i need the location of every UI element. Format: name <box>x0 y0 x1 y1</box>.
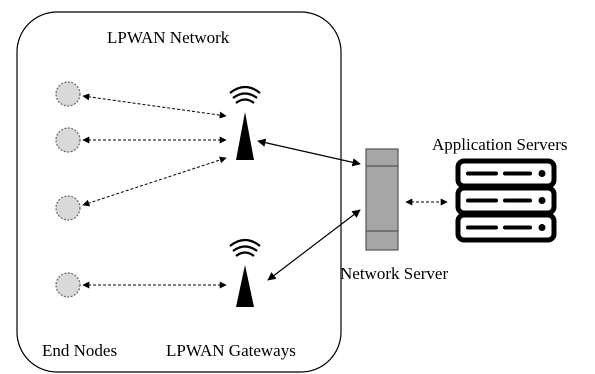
end-node-4 <box>55 272 81 298</box>
node-gateway-links <box>82 93 227 289</box>
link-node1-gateway1 <box>82 93 227 119</box>
end-nodes-label: End Nodes <box>42 341 118 360</box>
gateway-1-antenna-icon <box>229 85 261 160</box>
end-node-3 <box>55 195 81 221</box>
gateway-2-antenna-icon <box>229 238 261 307</box>
application-servers-icon <box>455 158 557 243</box>
link-node3-gateway1 <box>82 156 227 207</box>
application-servers-label: Application Servers <box>432 135 568 154</box>
network-server-rack <box>365 148 399 251</box>
end-node-2 <box>55 127 81 153</box>
link-gateway2-network-server <box>267 209 361 281</box>
end-nodes <box>55 81 81 298</box>
lpwan-network-boundary <box>16 11 342 373</box>
gateways-label: LPWAN Gateways <box>166 341 296 360</box>
gateway-server-links <box>257 138 361 281</box>
link-gateway1-network-server <box>257 138 361 167</box>
network-title: LPWAN Network <box>107 28 230 47</box>
network-server-label: Network Server <box>340 264 449 283</box>
end-node-1 <box>55 81 81 107</box>
